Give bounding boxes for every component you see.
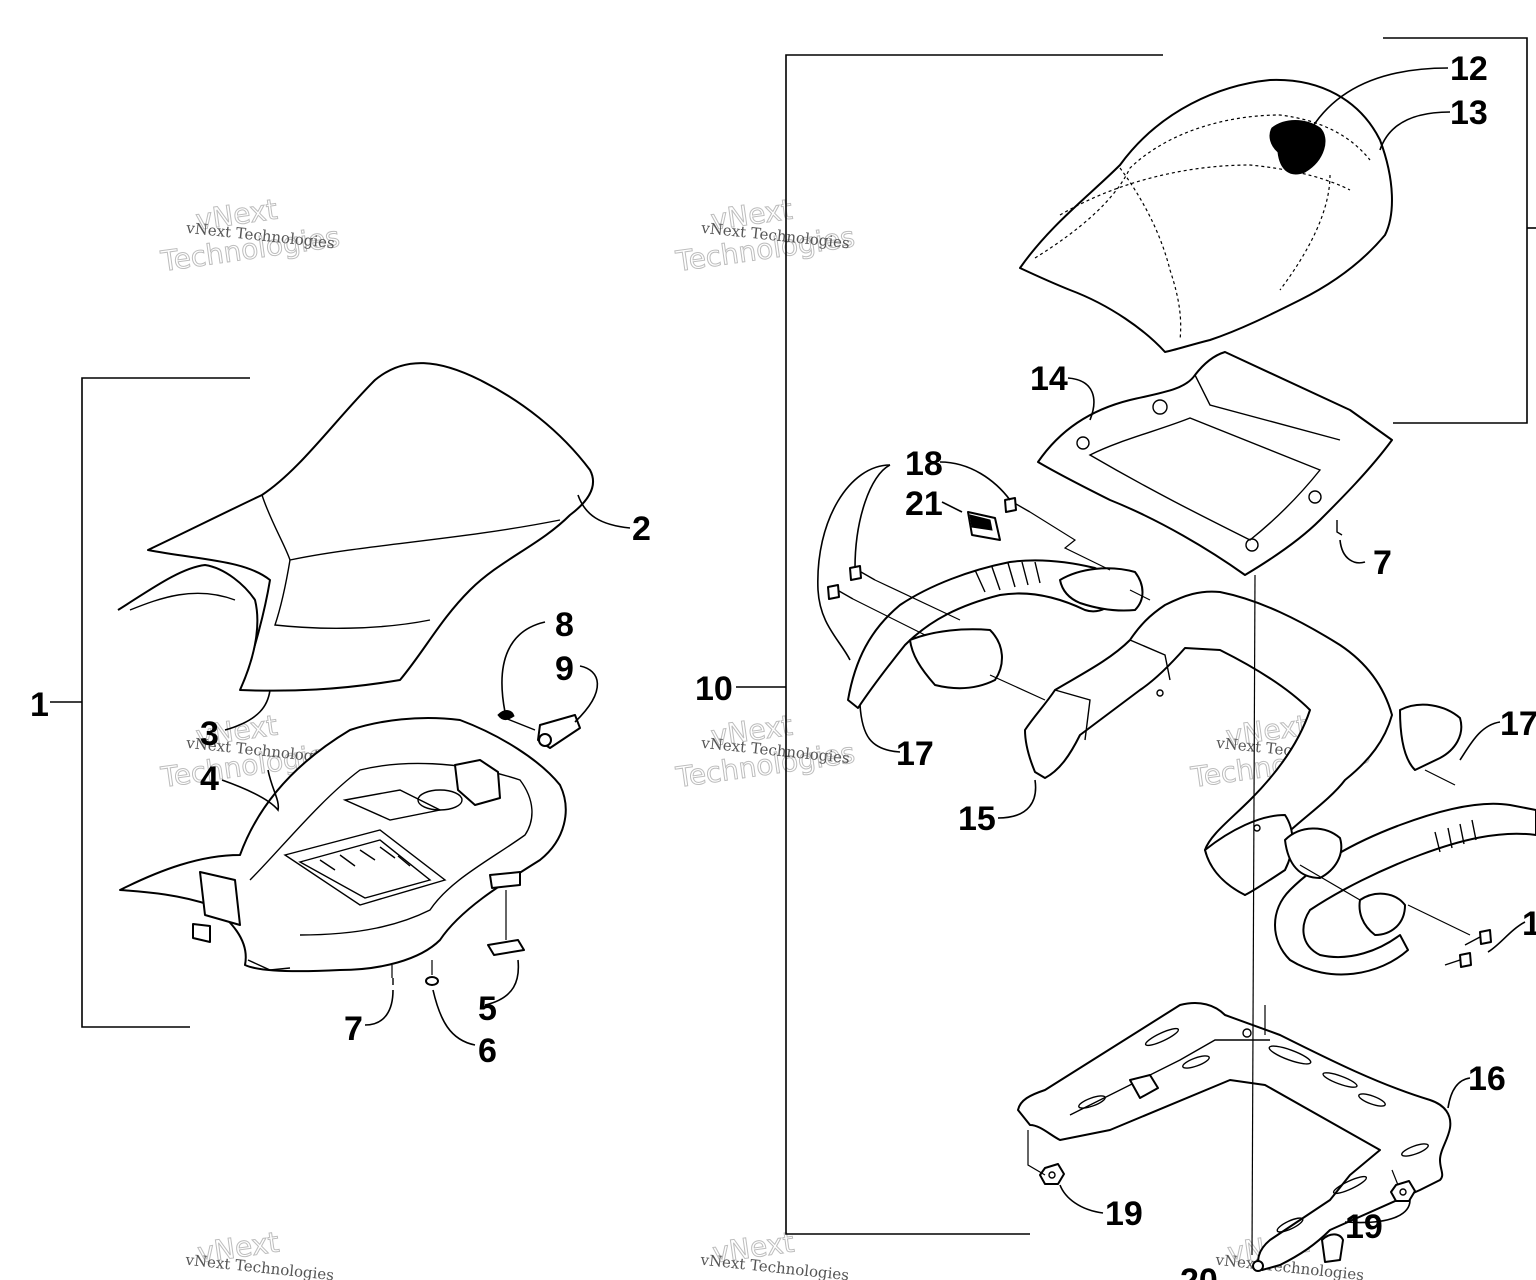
seat-right-part-13 (1019, 78, 1393, 353)
latch-part-8-9 (497, 710, 581, 749)
callout-5: 5 (478, 990, 497, 1028)
callout-15: 15 (958, 800, 996, 838)
callout-17-left: 17 (896, 735, 934, 773)
assembly-axes (391, 511, 1471, 1256)
callout-19-right: 19 (1345, 1208, 1383, 1246)
grab-handle-left-part-17 (847, 559, 1144, 709)
callout-13: 13 (1450, 94, 1488, 132)
callout-7-right: 7 (1373, 544, 1392, 582)
callout-labels: 1 2 3 4 5 6 7 8 9 10 12 13 14 15 16 17 1… (30, 50, 1536, 1280)
grab-handle-right-part-17 (1274, 703, 1536, 976)
seat-left-part-2 (117, 362, 595, 692)
tray-part-14 (1037, 351, 1393, 576)
watermark-group: vNext Technologies vNext Technologies vN… (158, 192, 1373, 1280)
mount-bracket-part-16 (1017, 1002, 1452, 1271)
callout-10: 10 (695, 670, 733, 708)
callout-19-left: 19 (1105, 1195, 1143, 1233)
callout-16: 16 (1468, 1060, 1506, 1098)
callout-2: 2 (632, 510, 651, 548)
seat-strap-part-12 (1269, 120, 1326, 175)
callout-21: 21 (905, 485, 943, 523)
pad-part-5 (487, 939, 525, 956)
callout-12: 12 (1450, 50, 1488, 88)
callout-14: 14 (1030, 360, 1068, 398)
callout-1: 1 (30, 686, 49, 724)
callout-7-left: 7 (344, 1010, 363, 1048)
callout-3: 3 (200, 715, 219, 753)
nut-part-19-right (1390, 1180, 1416, 1202)
washer-part-6 (425, 976, 439, 986)
nut-part-20 (1252, 1260, 1264, 1272)
callout-20: 20 (1180, 1262, 1218, 1280)
clip-part-21 (967, 511, 1001, 541)
bolts-part-18 (827, 497, 1492, 968)
callout-4: 4 (200, 760, 219, 798)
callout-8: 8 (555, 606, 574, 644)
seat-base-part-3-4 (119, 717, 567, 973)
clip-part-7-right (1336, 520, 1343, 536)
frame-part-15 (1024, 590, 1393, 896)
callout-6: 6 (478, 1032, 497, 1070)
nut-part-19-left (1039, 1163, 1065, 1185)
callout-18-right-cut: 1 (1522, 905, 1536, 943)
callout-17-right: 17 (1500, 705, 1536, 743)
assembly-bracket-10 (785, 54, 1163, 1235)
callout-18: 18 (905, 445, 943, 483)
callout-9: 9 (555, 650, 574, 688)
assembly-bracket-12-13 (1383, 37, 1528, 424)
assembly-bracket-1 (81, 377, 250, 1028)
leader-lines (50, 67, 1526, 1224)
